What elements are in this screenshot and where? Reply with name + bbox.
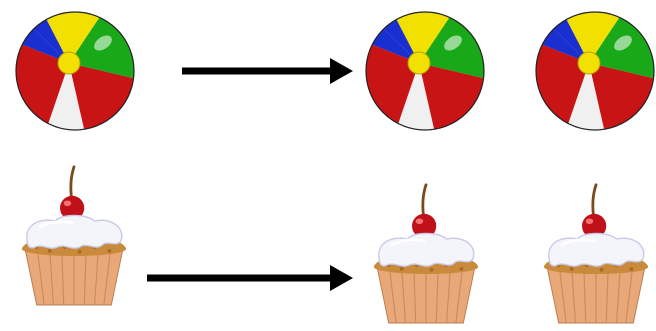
source-cupcake-image bbox=[22, 167, 127, 305]
target-beach-ball-image-1 bbox=[363, 9, 487, 133]
beach-ball-arrow bbox=[182, 58, 353, 84]
target-beach-ball-image-2 bbox=[533, 9, 656, 133]
target-cupcake-image-1 bbox=[374, 185, 479, 323]
cupcake-arrow bbox=[147, 265, 353, 291]
source-beach-ball-image bbox=[13, 9, 137, 133]
target-cupcake-image-2 bbox=[544, 185, 649, 323]
beach-ball-row bbox=[13, 9, 656, 133]
cupcake-row bbox=[22, 167, 649, 323]
